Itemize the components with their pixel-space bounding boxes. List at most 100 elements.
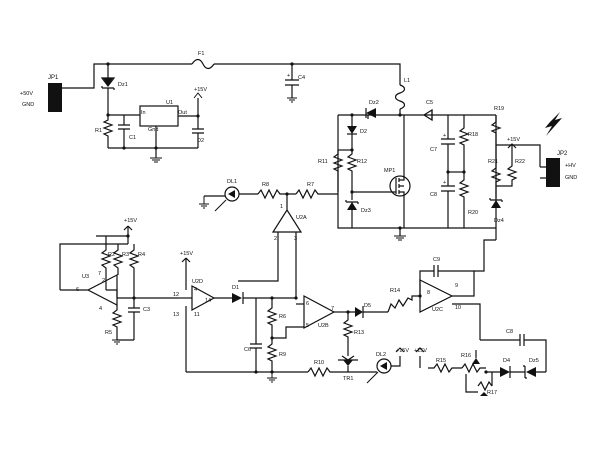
svg-text:6: 6: [306, 301, 309, 307]
l1-label: L1: [404, 78, 410, 84]
svg-text:8: 8: [427, 290, 430, 296]
resistor-r21: [490, 145, 502, 198]
opamp-u2a: [271, 208, 303, 233]
r10-label: R10: [314, 360, 324, 366]
jp1-pin-50v: +50V: [20, 91, 33, 97]
capacitor-c1: [118, 115, 130, 148]
jp1-pin-gnd: GND: [22, 102, 34, 108]
capacitor-c9: [433, 265, 439, 277]
ground-u1: [150, 157, 162, 163]
u2b-label: U2B: [318, 323, 329, 329]
high-voltage-icon: [545, 112, 562, 136]
svg-text:10: 10: [455, 305, 461, 311]
resistor-r22: [496, 160, 518, 187]
capacitor-d2: [192, 128, 204, 148]
dz1-label: Dz1: [118, 82, 128, 88]
r22-label: R22: [515, 159, 525, 165]
svg-text:+: +: [443, 180, 446, 186]
u2c-label: U2C: [432, 307, 443, 313]
jp1-label: JP1: [48, 75, 59, 81]
dz3-label: Dz3: [361, 208, 371, 214]
u3-label: U3: [82, 274, 89, 280]
svg-text:+: +: [287, 73, 290, 79]
v15c-label: +15V: [124, 218, 137, 224]
resistor-r13: [342, 312, 354, 348]
d4-label: D4: [503, 358, 510, 364]
tr1-label: TR1: [343, 376, 353, 382]
mosfet-mp1: [389, 175, 411, 197]
resistor-r6: [266, 298, 278, 338]
f1-label: F1: [198, 51, 204, 57]
r5-label: R5: [105, 330, 112, 336]
u1-gnd: Gnd: [148, 127, 158, 133]
d5-label: D5: [364, 303, 371, 309]
mp1-label: MP1: [384, 168, 395, 174]
transistor-tr1: [338, 348, 358, 361]
svg-text:1: 1: [280, 204, 283, 210]
capacitor-c4: [285, 64, 299, 98]
regulator-u1: [139, 105, 179, 127]
svg-text:9: 9: [455, 283, 458, 289]
diode-d1: [232, 293, 242, 303]
resistor-r12: [346, 150, 358, 192]
resistor-r14: [387, 295, 420, 313]
r2-label: R2: [108, 252, 115, 258]
r13-label: R13: [354, 330, 364, 336]
r11-label: R11: [318, 159, 328, 165]
r16-label: R16: [461, 353, 471, 359]
c4-label: C4: [298, 75, 305, 81]
resistor-r19: [490, 115, 502, 145]
wire-50v-in: [62, 63, 192, 89]
jp1-connector: [48, 83, 62, 112]
svg-text:+: +: [443, 133, 446, 139]
dz2-label: Dz2: [369, 100, 379, 106]
svg-text:4: 4: [194, 287, 197, 293]
resistor-r16: [428, 362, 462, 374]
resistor-r5: [111, 305, 123, 340]
svg-text:14: 14: [205, 298, 211, 304]
jp2-label: JP2: [557, 151, 568, 157]
capacitor-c7: [441, 115, 455, 172]
c6-label: C6: [244, 347, 251, 353]
u1-out: Out: [178, 110, 187, 116]
c5-label: C5: [426, 100, 433, 106]
u1-in: In: [141, 110, 146, 116]
potentiometer-r15: [461, 362, 486, 374]
svg-text:12: 12: [173, 292, 179, 298]
resistor-r3: [112, 244, 124, 275]
c1-label: C1: [129, 135, 136, 141]
svg-text:2: 2: [274, 236, 277, 242]
r1-label: R1: [95, 128, 102, 134]
r4-label: R4: [138, 252, 145, 258]
r19-label: R19: [494, 106, 504, 112]
v15d-label: +15V: [180, 251, 193, 257]
svg-text:2: 2: [102, 278, 105, 284]
resistor-r2: [100, 236, 112, 290]
d2b-label: D2: [360, 129, 367, 135]
svg-text:13: 13: [173, 312, 179, 318]
r21-label: R21: [488, 159, 498, 165]
c8-label: C8: [430, 192, 437, 198]
u1-label: U1: [166, 100, 173, 106]
capacitor-c10: [519, 334, 525, 346]
v15e-label: +15V: [396, 348, 409, 354]
r6-label: R6: [279, 314, 286, 320]
c10-label: C8: [506, 329, 513, 335]
c7-label: C7: [430, 147, 437, 153]
svg-text:11: 11: [194, 312, 200, 318]
jp2-pin-gnd: GND: [565, 175, 577, 181]
v15f-label: +15V: [414, 348, 427, 354]
potentiometer-r17: [477, 380, 493, 392]
fuse-f1: [191, 58, 215, 70]
r12-label: R12: [357, 159, 367, 165]
diode-d3: [355, 307, 363, 317]
c9-label: C9: [433, 257, 440, 263]
capacitor-c3: [128, 298, 140, 340]
diode-d4: [500, 367, 510, 377]
resistor-r8: [257, 188, 296, 200]
capacitor-c8: [441, 172, 455, 228]
r8-label: R8: [262, 182, 269, 188]
wire-rail-top: [214, 63, 401, 85]
resistor-r9: [266, 338, 278, 372]
